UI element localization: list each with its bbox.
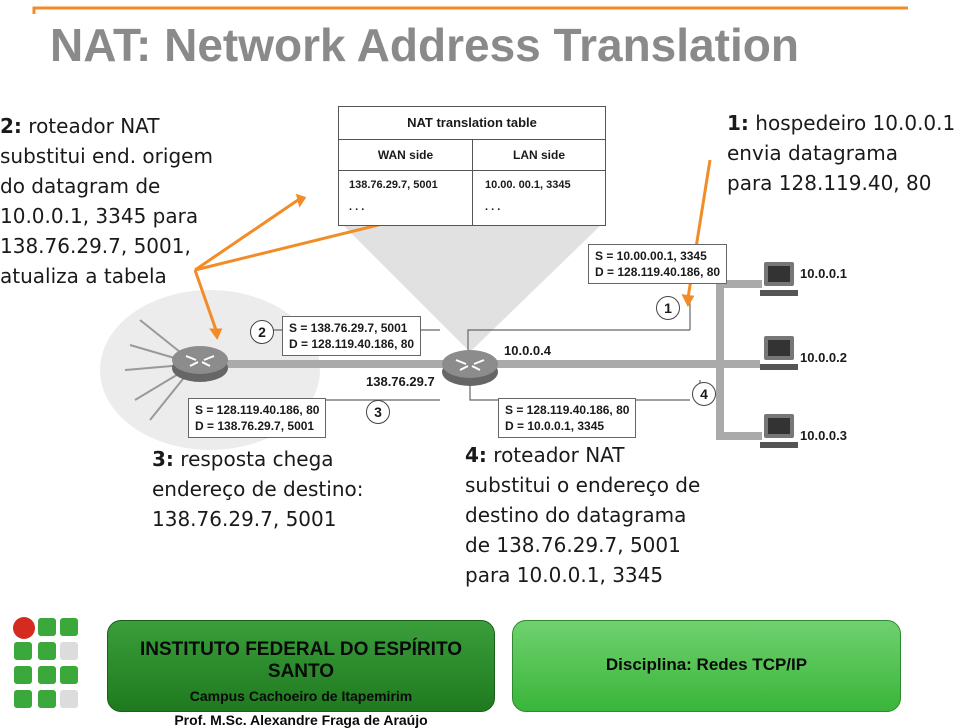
wan-row: 138.76.29.7, 5001	[349, 179, 438, 191]
packet-1: S = 10.00.00.1, 3345 D = 128.119.40.186,…	[588, 244, 728, 284]
callout-3-line-3: 138.76.29.7, 5001	[152, 507, 337, 531]
discipline-banner: Disciplina: Redes TCP/IP	[512, 620, 901, 712]
callout-step-2: 2: roteador NAT substitui end. origem do…	[0, 111, 213, 291]
host-2-address: 10.0.0.2	[800, 350, 847, 365]
packet-4: S = 128.119.40.186, 80 D = 10.0.0.1, 334…	[498, 398, 637, 438]
callout-step-1: 1: hospedeiro 10.0.0.1 envia datagrama p…	[727, 108, 955, 198]
callout-3-line-1: resposta chega	[173, 447, 334, 471]
callout-2-line-6: atualiza a tabela	[0, 264, 167, 288]
callout-4-line-4: de 138.76.29.7, 5001	[465, 533, 681, 557]
campus-name: Campus Cachoeiro de Itapemirim	[189, 688, 413, 704]
nat-translation-table: NAT translation table WAN side LAN side …	[338, 106, 606, 226]
packet-3-dest: D = 138.76.29.7, 5001	[195, 419, 315, 433]
callout-1-line-3: para 128.119.40, 80	[727, 171, 932, 195]
callout-step-3: 3: resposta chega endereço de destino: 1…	[152, 444, 363, 534]
step-badge-2: 2	[250, 320, 274, 344]
step-badge-1: 1	[656, 296, 680, 320]
callout-2-line-5: 138.76.29.7, 5001,	[0, 234, 191, 258]
router-lan-address: 10.0.0.4	[504, 343, 551, 358]
callout-1-line-1: hospedeiro 10.0.0.1	[748, 111, 956, 135]
callout-2-number: 2:	[0, 114, 22, 138]
lan-row: 10.00. 00.1, 3345	[485, 179, 571, 191]
discipline-name: Disciplina: Redes TCP/IP	[605, 655, 808, 674]
step-badge-4: 4	[692, 382, 716, 406]
lan-side-header: LAN side	[473, 140, 605, 171]
packet-2-source: S = 138.76.29.7, 5001	[289, 321, 408, 335]
callout-2-line-4: 10.0.0.1, 3345 para	[0, 204, 199, 228]
institute-logo	[13, 617, 78, 708]
callout-3-line-2: endereço de destino:	[152, 477, 364, 501]
packet-1-source: S = 10.00.00.1, 3345	[595, 249, 707, 263]
callout-1-number: 1:	[727, 111, 749, 135]
router-wan-address: 138.76.29.7	[366, 374, 435, 389]
callout-4-line-2: substitui o endereço de	[465, 473, 701, 497]
callout-2-line-3: do datagram de	[0, 174, 161, 198]
packet-2: S = 138.76.29.7, 5001 D = 128.119.40.186…	[282, 316, 422, 356]
callout-3-number: 3:	[152, 447, 174, 471]
callout-2-line-2: substitui end. origem	[0, 144, 213, 168]
packet-3-source: S = 128.119.40.186, 80	[195, 403, 320, 417]
callout-2-line-1: roteador NAT	[21, 114, 160, 138]
wan-more: . . .	[349, 201, 365, 213]
callout-step-4: 4: roteador NAT substitui o endereço de …	[465, 440, 700, 590]
callout-4-line-3: destino do datagrama	[465, 503, 687, 527]
institute-name: INSTITUTO FEDERAL DO ESPÍRITO SANTO	[140, 639, 462, 682]
lan-more: . . .	[485, 201, 501, 213]
callout-4-number: 4:	[465, 443, 487, 467]
title-decoration	[32, 6, 908, 14]
packet-2-dest: D = 128.119.40.186, 80	[289, 337, 415, 351]
nat-table-title: NAT translation table	[339, 107, 605, 140]
professor-name: Prof. M.Sc. Alexandre Fraga de Araújo	[174, 712, 428, 728]
packet-4-source: S = 128.119.40.186, 80	[505, 403, 630, 417]
host-1-address: 10.0.0.1	[800, 266, 847, 281]
packet-4-dest: D = 10.0.0.1, 3345	[505, 419, 605, 433]
institute-banner: INSTITUTO FEDERAL DO ESPÍRITO SANTO Camp…	[107, 620, 495, 728]
callout-4-line-5: para 10.0.0.1, 3345	[465, 563, 664, 587]
wan-side-header: WAN side	[339, 140, 472, 171]
callout-1-line-2: envia datagrama	[727, 141, 898, 165]
step-badge-3: 3	[366, 400, 390, 424]
packet-1-dest: D = 128.119.40.186, 80	[595, 265, 721, 279]
table-divider	[472, 140, 473, 225]
host-3-address: 10.0.0.3	[800, 428, 847, 443]
page-title: NAT: Network Address Translation	[50, 19, 799, 71]
packet-3: S = 128.119.40.186, 80 D = 138.76.29.7, …	[188, 398, 327, 438]
callout-4-line-1: roteador NAT	[486, 443, 625, 467]
